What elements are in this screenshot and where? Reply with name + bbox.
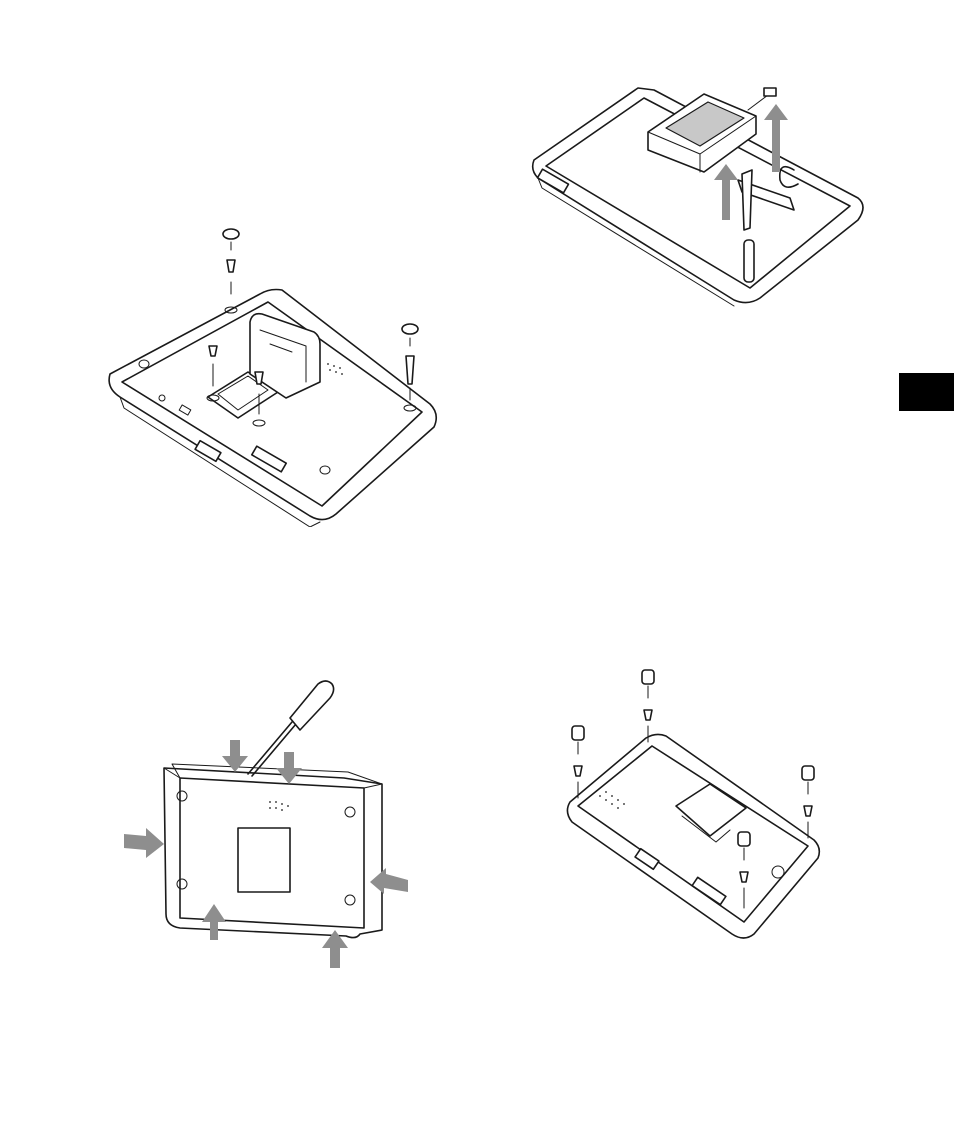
figure-pry-case-open <box>120 678 420 968</box>
screws-reinstall-illustration <box>560 666 830 946</box>
battery-lift-illustration <box>528 80 868 310</box>
device-back-screws-illustration <box>100 222 450 527</box>
figure-lift-battery-out <box>528 80 868 310</box>
screwdriver-pry-illustration <box>120 678 420 968</box>
figure-reinstall-screws <box>560 666 830 946</box>
figure-remove-back-screws <box>100 222 450 527</box>
black-section-tab <box>899 373 954 411</box>
